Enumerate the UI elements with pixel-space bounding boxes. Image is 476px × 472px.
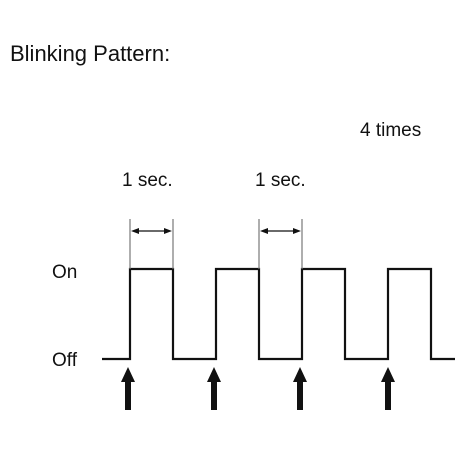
square-wave-line [102,267,455,361]
repeat-count-label: 4 times [360,120,422,141]
off-level-label: Off [52,350,77,371]
on-level-label: On [52,262,78,283]
up-arrow-icon [121,367,135,410]
up-arrow-icon [207,367,221,410]
up-arrow-icon [381,367,395,410]
interval-label: 1 sec. [122,170,173,191]
interval-label: 1 sec. [255,170,306,191]
double-arrow-icon [131,228,172,234]
diagram-title: Blinking Pattern: [10,41,171,66]
up-arrow-icon [293,367,307,410]
double-arrow-icon [260,228,301,234]
